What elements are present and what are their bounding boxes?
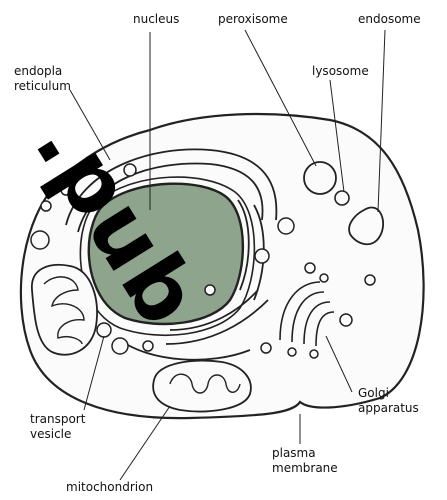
label-er-line2: reticulum (14, 79, 71, 94)
label-transport-vesicle: transport vesicle (30, 412, 85, 442)
mitochondrion-bottom (153, 361, 251, 412)
label-plasma-line1: plasma (272, 446, 338, 461)
label-golgi-line1: Golgi (358, 386, 419, 401)
label-endosome: endosome (358, 12, 421, 27)
label-lysosome: lysosome (312, 64, 369, 79)
label-plasma-membrane: plasma membrane (272, 446, 338, 476)
lysosome (335, 191, 349, 205)
label-er-line1: endopla (14, 64, 71, 79)
mitochondrion-left (32, 265, 97, 355)
label-mitochondrion: mitochondrion (66, 480, 153, 495)
label-golgi-apparatus: Golgi apparatus (358, 386, 419, 416)
label-plasma-line2: membrane (272, 461, 338, 476)
label-endoplasmic-reticulum: endopla reticulum (14, 64, 71, 94)
label-transport-line1: transport (30, 412, 85, 427)
peroxisome (304, 162, 336, 194)
label-nucleus: nucleus (133, 12, 179, 27)
label-golgi-line2: apparatus (358, 401, 419, 416)
label-peroxisome: peroxisome (218, 12, 288, 27)
label-transport-line2: vesicle (30, 427, 85, 442)
